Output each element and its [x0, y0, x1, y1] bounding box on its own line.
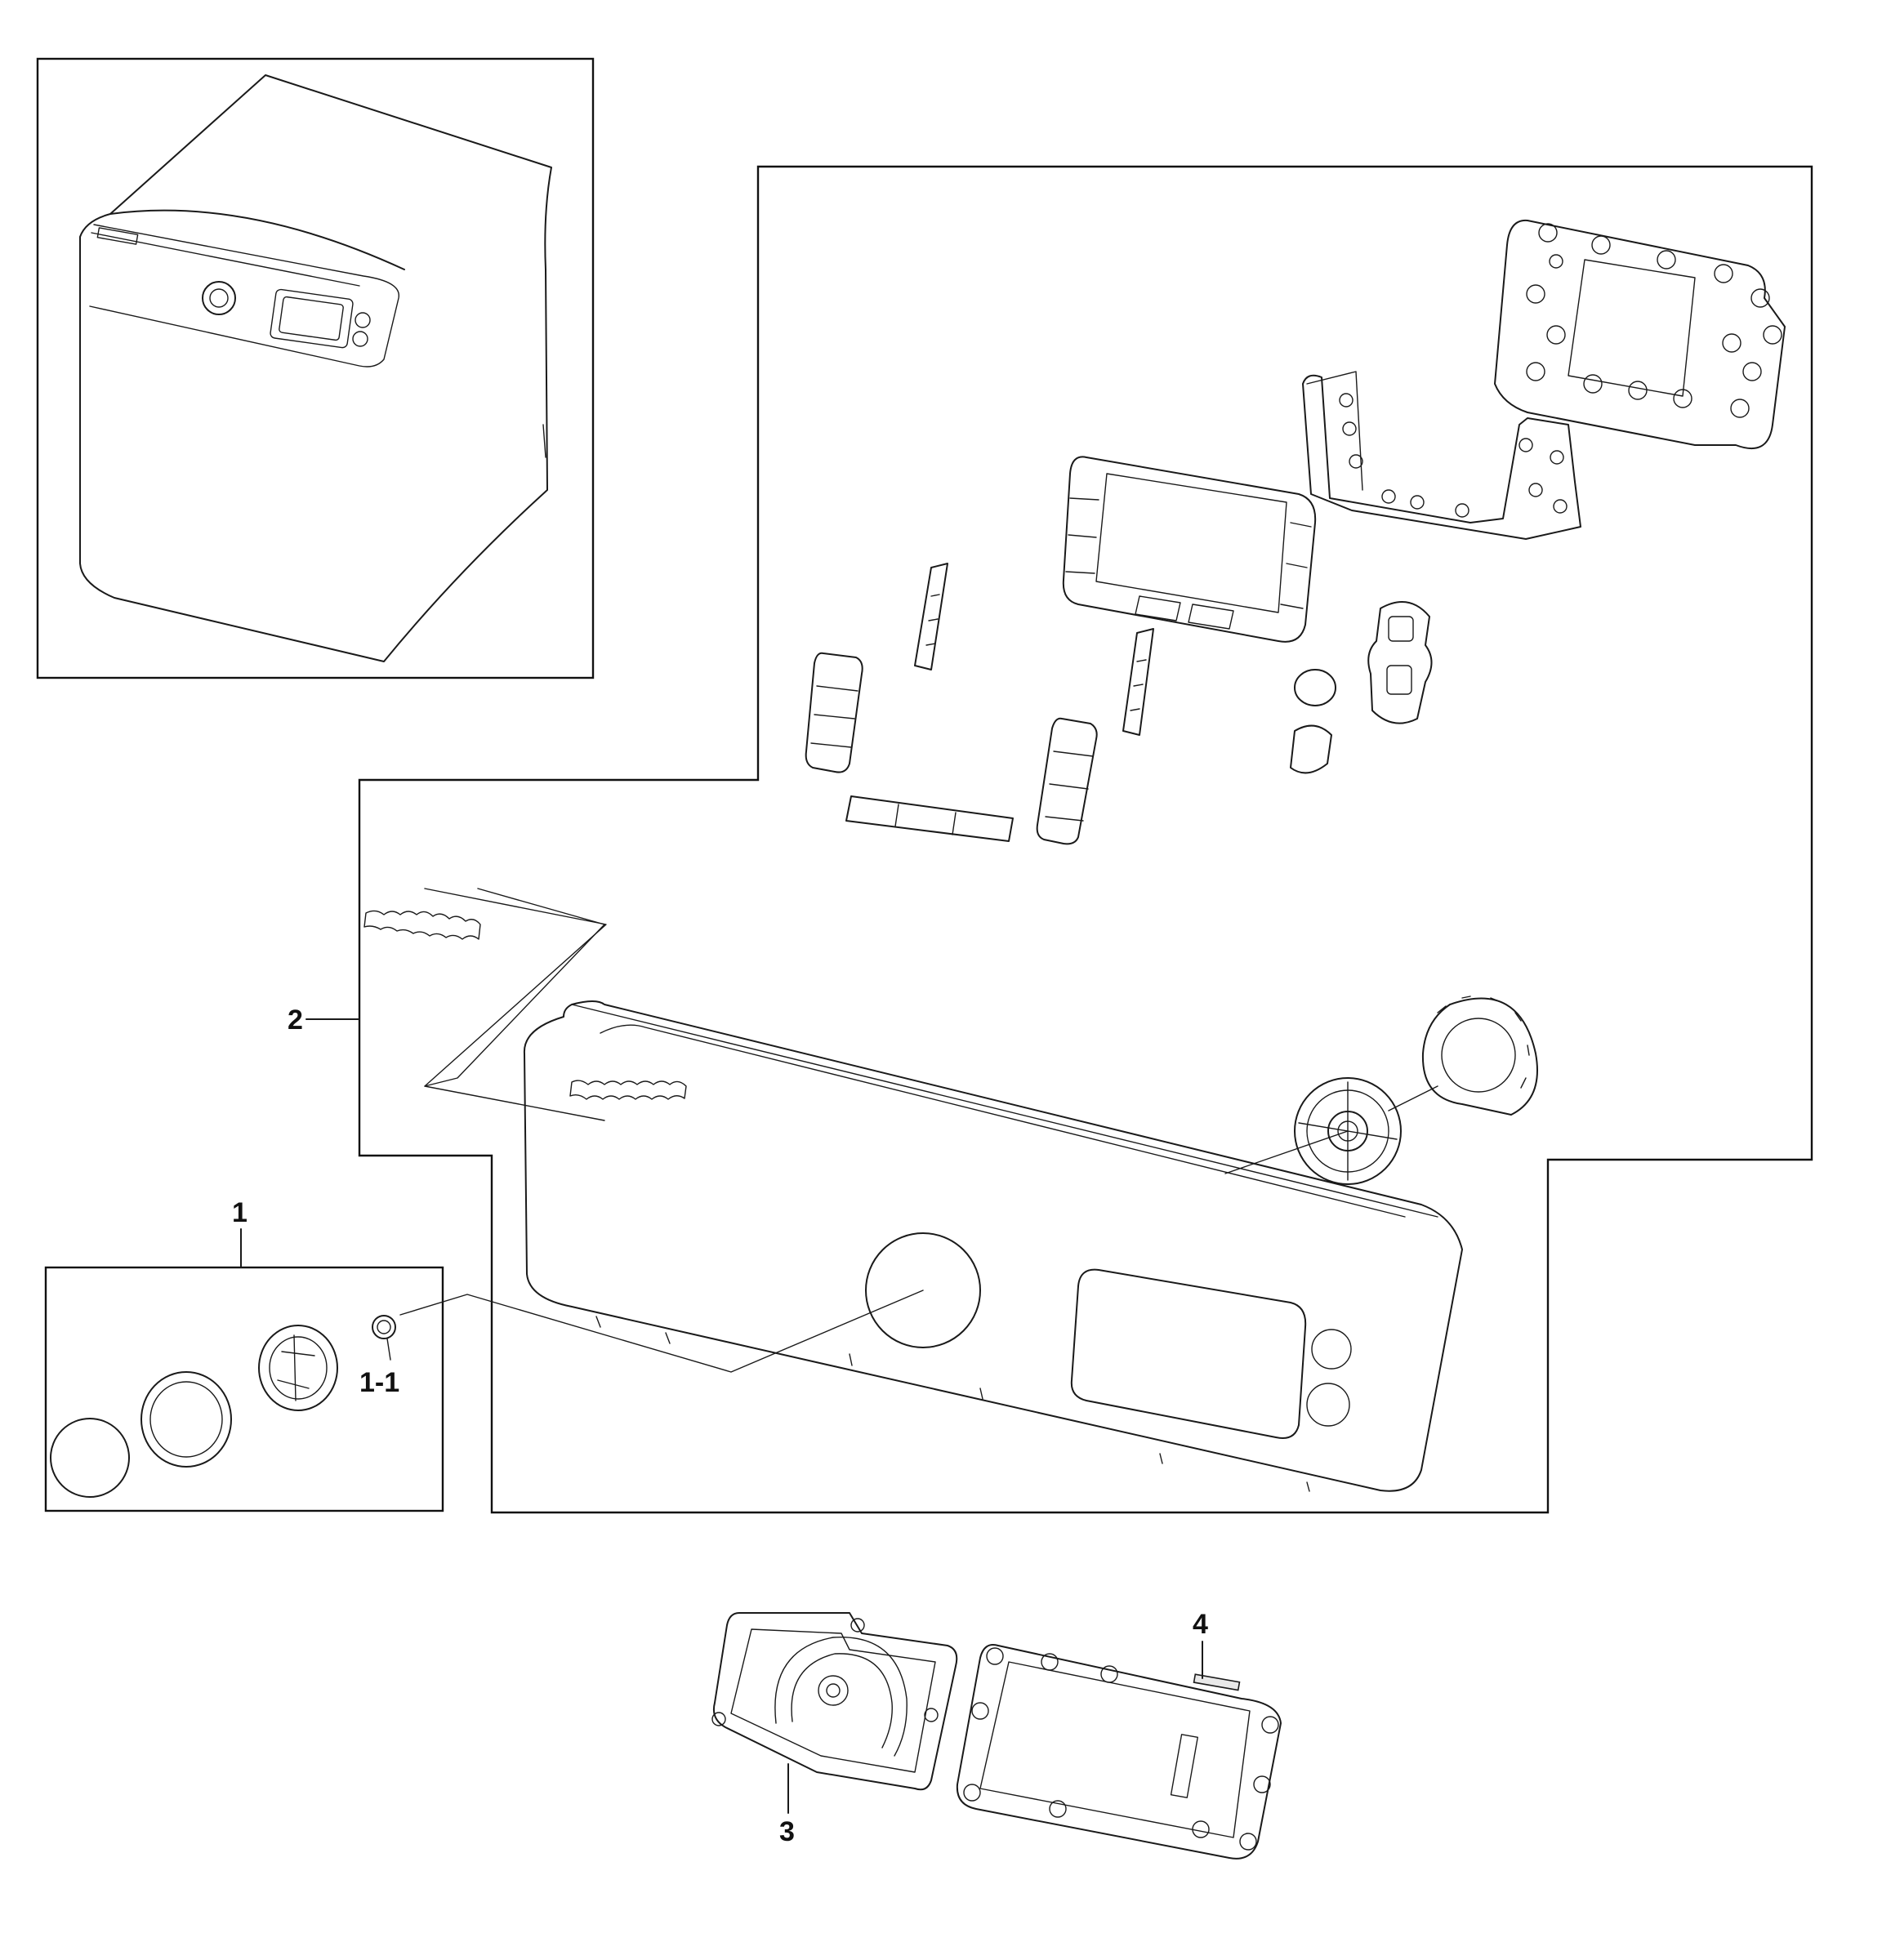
- button-strip-left: [914, 563, 948, 670]
- button-cap-left: [805, 652, 863, 773]
- dryer-overview-box: [36, 57, 595, 679]
- button-bar-bottom: [845, 795, 1014, 842]
- knob-ring-toothed: [1421, 996, 1538, 1116]
- dryer-overview-illustration: [79, 74, 552, 662]
- knob-pcb-bracket-part-3: [711, 1612, 958, 1814]
- display-arm-bracket: [1302, 371, 1581, 540]
- round-buttons: [1290, 669, 1336, 774]
- callout-2: 2: [288, 1004, 303, 1036]
- panel-assembly-boundary: [358, 165, 1813, 1514]
- bracket-dial: [774, 1637, 908, 1757]
- rear-bracket-frame: [1494, 219, 1786, 449]
- button-strip-right: [1122, 628, 1154, 736]
- knob-body: [258, 1325, 338, 1411]
- display-window-frame: [1062, 456, 1317, 643]
- bracket-holes: [1526, 223, 1782, 418]
- knob-to-panel-leader: [399, 1290, 924, 1373]
- display-pcb-bracket-part-4: [956, 1641, 1282, 1860]
- callout-1-1: 1-1: [359, 1367, 399, 1398]
- knob-ring: [140, 1371, 232, 1468]
- pcb-bracket-holes: [963, 1647, 1279, 1851]
- callout-3: 3: [779, 1816, 795, 1847]
- logo-badge-exploded: [363, 888, 607, 1121]
- button-holder: [1367, 601, 1433, 724]
- knob-leader-line: [1224, 1085, 1438, 1174]
- callout-1: 1: [232, 1197, 248, 1228]
- control-panel-body: [523, 1000, 1463, 1492]
- callout-4: 4: [1193, 1609, 1208, 1640]
- button-cap-right: [1036, 717, 1098, 845]
- knob-shaft-1-1: [372, 1315, 396, 1339]
- knob-assembly-box: [44, 1266, 444, 1512]
